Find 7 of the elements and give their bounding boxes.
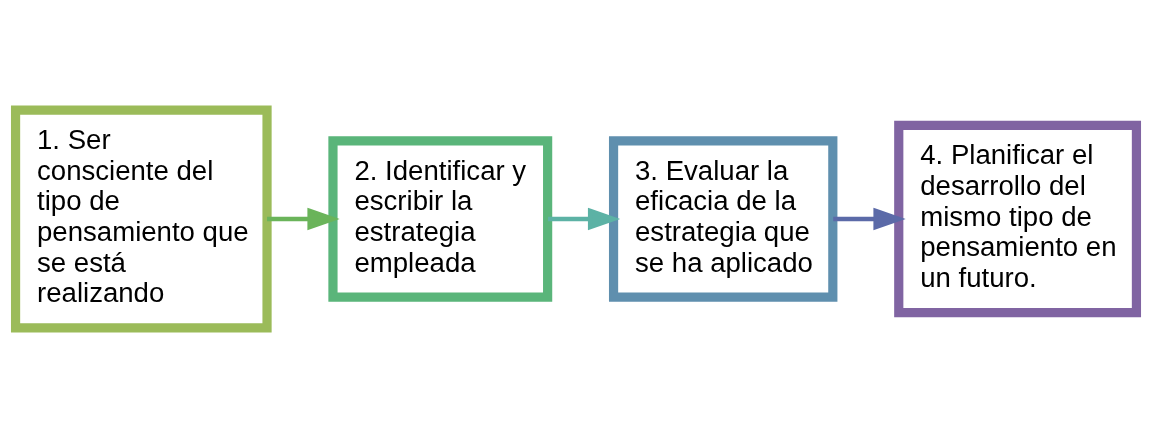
node-box: 3. Evaluar la eficacia de la estrategia que se ha aplicado — [608, 136, 838, 302]
arrow — [267, 207, 340, 231]
arrow — [833, 207, 906, 231]
node-box: 2. Identificar y escribir la estrategia empleada — [328, 136, 553, 302]
arrow — [548, 207, 621, 231]
node-box: 4. Planificar el desarrollo del mismo tipo de pensamiento en un futuro. — [894, 120, 1142, 318]
node-box: 1. Ser consciente del tipo de pensamiento que se está realizando — [10, 105, 272, 333]
